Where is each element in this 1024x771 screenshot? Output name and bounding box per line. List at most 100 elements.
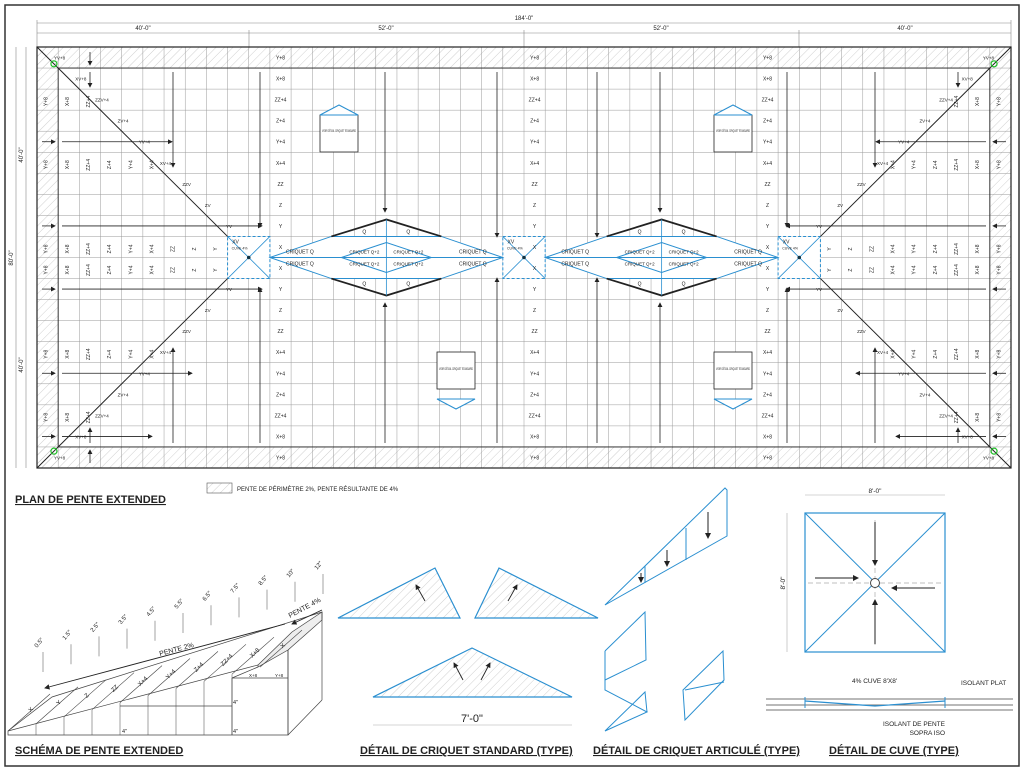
diagonal-slope-label: ZZV+4	[95, 98, 109, 103]
side-slope-label: Y+4	[912, 160, 918, 169]
corner-drain-icon	[990, 447, 998, 455]
side-slope-label: X+4	[149, 160, 155, 169]
side-slope-label: Y+4	[912, 244, 918, 253]
side-slope-label: Z+4	[107, 265, 113, 274]
side-slope-label: Y+8	[996, 265, 1002, 274]
note-text: VOIR DÉTAIL CRIQUET STANDARD	[322, 128, 356, 133]
step-label: X+8	[249, 673, 258, 678]
row-slope-label: X	[533, 245, 537, 251]
diagonal-slope-label: ZZV	[857, 329, 866, 334]
dimension-height: 80'-0"	[9, 250, 15, 265]
diagonal-slope-label: YV	[816, 224, 822, 229]
row-slope-label: Z+4	[530, 392, 539, 398]
diagonal-slope-label: YV+4	[139, 371, 151, 376]
criquet-standard-detail	[337, 567, 599, 698]
side-slope-label: Y	[827, 247, 833, 251]
note-text: VOIR DÉTAIL CRIQUET STANDARD	[716, 128, 750, 133]
diagonal-slope-label: XV+8	[75, 434, 87, 439]
isolant-pente-label: SOPRA ISO	[910, 730, 945, 737]
row-slope-label: X	[279, 266, 283, 272]
row-slope-label: Y	[279, 287, 283, 293]
schema-strip-label: ZZ	[111, 684, 121, 694]
criquet-label: CRIQUET Q	[734, 262, 762, 268]
side-slope-label: X+8	[975, 349, 981, 358]
diagonal-slope-label: YV	[226, 287, 232, 292]
criquet-label: Q	[362, 230, 366, 236]
row-slope-label: X	[533, 266, 537, 272]
side-slope-label: Y	[827, 268, 833, 272]
criquet-label: CRIQUET Q	[561, 250, 589, 256]
side-slope-label: Z	[192, 247, 198, 250]
diagonal-slope-label: ZZV+4	[939, 98, 953, 103]
criquet-label: CRIQUET Q	[459, 262, 487, 268]
thickness-label: 4"	[233, 700, 238, 706]
row-slope-label: Y+4	[530, 140, 539, 146]
side-slope-label: Z+4	[107, 350, 113, 359]
cuve-label: CUVE 4%	[507, 246, 523, 250]
diagonal-slope-label: XV+8	[962, 434, 974, 439]
row-slope-label: Y+4	[276, 371, 285, 377]
diagonal-slope-label: ZV	[205, 308, 211, 313]
note-box	[436, 351, 476, 390]
row-slope-label: X+4	[530, 161, 539, 167]
side-slope-label: Z	[192, 268, 198, 271]
diagonal-slope-label: XV+8	[962, 77, 974, 82]
row-slope-label: ZZ+4	[529, 98, 541, 104]
side-slope-label: X+8	[975, 97, 981, 106]
cuve-title: DÉTAIL DE CUVE (TYPE)	[829, 744, 959, 757]
side-slope-label: Z+4	[933, 350, 939, 359]
cuve-corner-label: XV	[232, 239, 239, 245]
row-slope-label: Y+4	[276, 140, 285, 146]
row-slope-label: Z+4	[276, 119, 285, 125]
isolant-pente-label: ISOLANT DE PENTE	[883, 721, 946, 728]
side-slope-label: Y	[213, 268, 219, 272]
schema-title: SCHÉMA DE PENTE EXTENDED	[15, 744, 183, 757]
height-label: 3.5"	[118, 614, 129, 626]
criquet-label: Q	[406, 282, 410, 288]
diagonal-slope-label: XV+4	[877, 350, 889, 355]
dimension-height-segment: 40'-0"	[19, 147, 25, 162]
row-slope-label: X	[279, 245, 283, 251]
side-slope-label: ZZ+4	[954, 411, 960, 423]
side-slope-label: Y+4	[912, 265, 918, 274]
side-slope-label: X+8	[975, 413, 981, 422]
schema-strip-line	[147, 658, 191, 696]
slope-arrow	[44, 623, 286, 690]
side-slope-label: Y+8	[44, 349, 50, 358]
side-slope-label: ZZ+4	[86, 348, 92, 360]
note-box	[713, 114, 753, 153]
dimension-lines	[15, 20, 1012, 468]
diagonal-slope-label: XV+4	[160, 161, 172, 166]
diagonal-slope-label: YV	[816, 287, 822, 292]
schema-strip-line	[259, 629, 303, 668]
criquet-label: Q	[638, 282, 642, 288]
height-label: 12"	[314, 561, 324, 572]
row-slope-label: Z	[533, 203, 536, 209]
sheet-border	[4, 4, 1020, 767]
slope-schema	[7, 611, 323, 736]
criquet-label: CRIQUET Q+2	[669, 250, 700, 255]
row-slope-label: Y+8	[530, 56, 539, 62]
schema-strip-line	[7, 693, 51, 732]
row-slope-label: X+4	[276, 350, 285, 356]
height-label: 2.5"	[90, 622, 101, 634]
side-slope-label: ZZ+4	[86, 411, 92, 423]
row-slope-label: ZZ	[277, 329, 283, 335]
schema-strip-label: X	[28, 707, 35, 714]
row-slope-label: Y	[766, 287, 770, 293]
note-text: VOIR DÉTAIL CRIQUET STANDARD	[439, 366, 473, 371]
criquet-label: Q	[682, 282, 686, 288]
side-slope-label: ZZ	[171, 267, 177, 273]
row-slope-label: Y	[279, 224, 283, 230]
schema-strip-line	[91, 672, 135, 710]
schema-strip-line	[203, 644, 247, 682]
side-slope-label: X+8	[65, 413, 71, 422]
diagonal-slope-label: XV+8	[75, 77, 87, 82]
row-slope-label: ZZ+4	[529, 413, 541, 419]
row-slope-label: X+8	[530, 434, 539, 440]
height-label: 8.5"	[258, 575, 269, 587]
diagonal-slope-label: ZZV	[182, 329, 191, 334]
criquet-articule-detail	[604, 487, 728, 732]
dimension-segment: 52'-0"	[653, 26, 668, 32]
diagonal-slope-label: ZZV+4	[95, 413, 109, 418]
